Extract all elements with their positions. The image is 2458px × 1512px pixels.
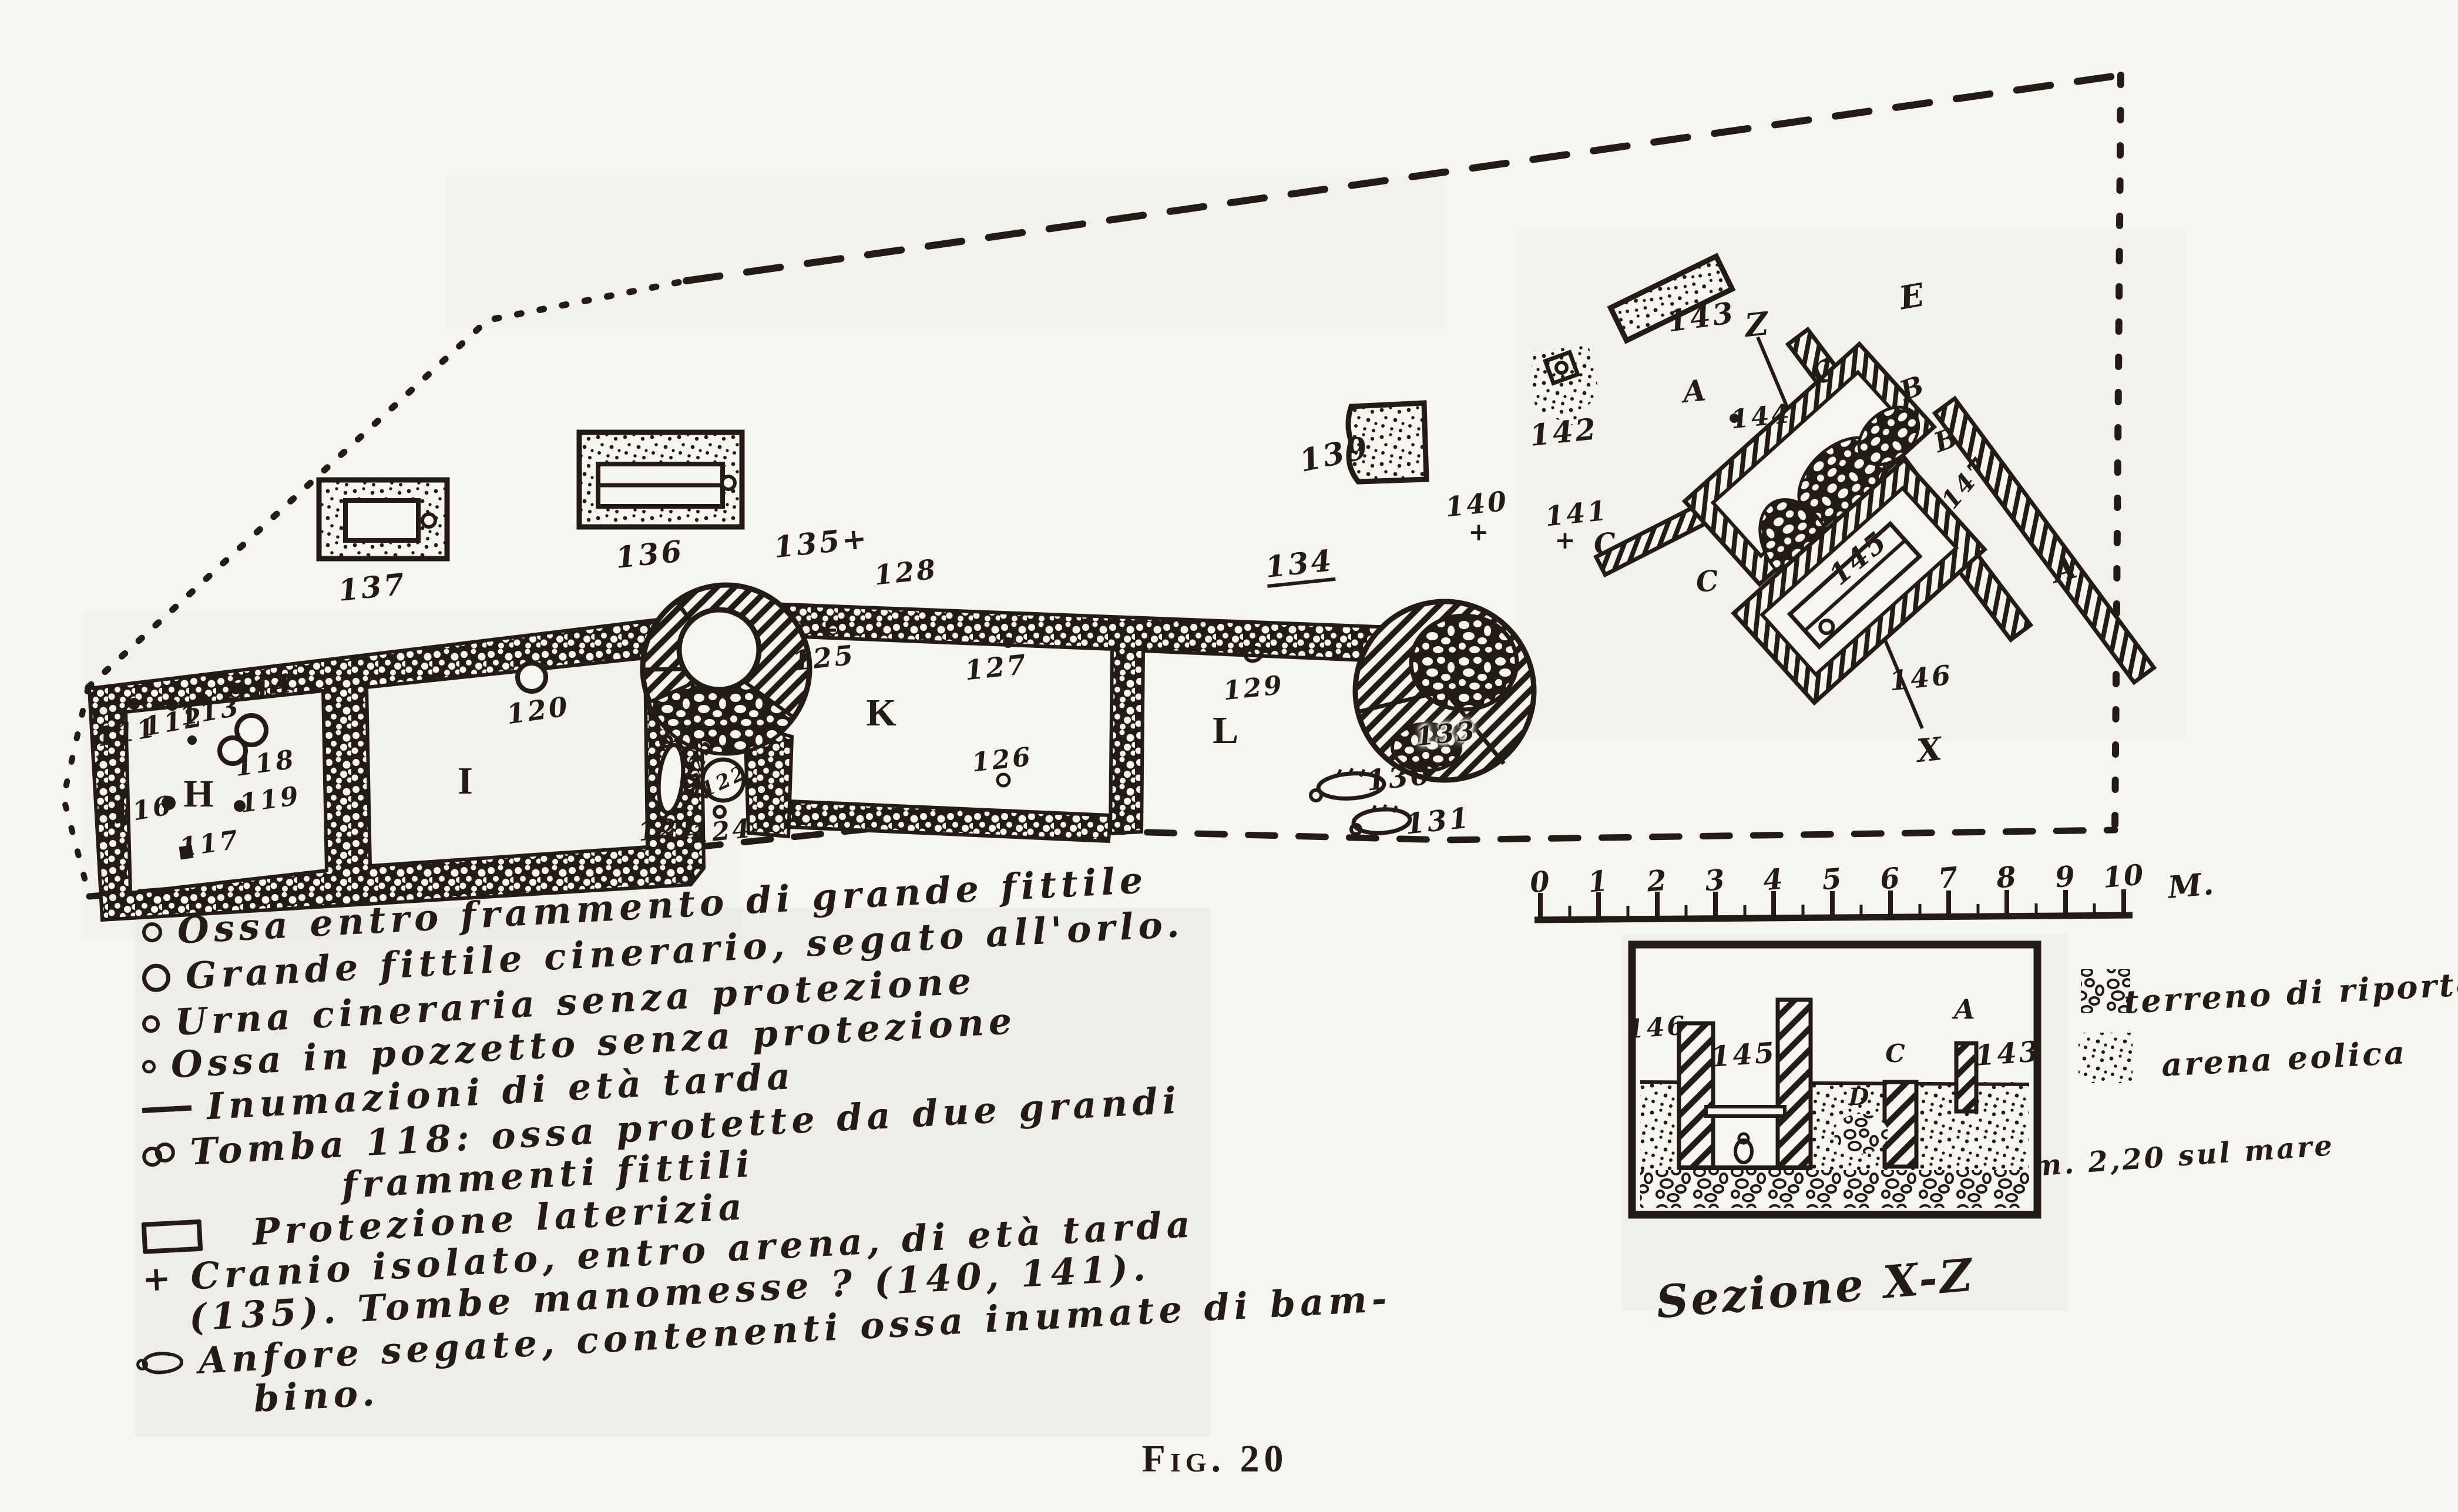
tomb-127-dot	[1003, 637, 1013, 648]
swatch-arena-eolica	[2078, 1033, 2133, 1083]
tomb-136-brick-protection	[576, 429, 745, 530]
tomb-122-circle	[700, 757, 746, 803]
section-slab	[1704, 1105, 1787, 1118]
room-H-finds	[128, 683, 246, 860]
section-pier-146	[1677, 1021, 1715, 1170]
tomb-137-brick-protection	[316, 477, 450, 562]
tomb-120-circle	[515, 661, 548, 694]
tomb-124-circlet	[713, 805, 727, 819]
lower-enclosure-145	[1731, 457, 1988, 706]
tomb-139-sand-patch	[1345, 400, 1429, 485]
ne-structure	[1593, 326, 2157, 730]
tomb-126-circlet	[996, 772, 1011, 788]
scale-bar	[1534, 889, 2133, 923]
tomb-129-urn	[1244, 646, 1264, 663]
tomb-144-dot	[1730, 414, 1739, 423]
tomb-130-amphora	[1309, 767, 1386, 802]
tomb-133-circle	[1352, 599, 1537, 783]
section-drawing	[1628, 940, 2041, 1219]
swatch-terreno-di-riporto	[2081, 969, 2130, 1013]
tomb-118-circle-large	[234, 713, 268, 747]
wall-A-shape	[1932, 395, 2157, 686]
tomb-143-slab	[1607, 253, 1736, 344]
tomb-131-amphora	[1349, 804, 1412, 836]
section-pier-A	[1954, 1041, 1979, 1114]
tomb-121-amphora	[656, 734, 686, 815]
room-K-L-top-wall	[767, 602, 1396, 836]
section-pebbles-D	[1834, 1114, 1888, 1154]
section-amphora	[1734, 1132, 1754, 1164]
figure-caption: Fig. 20	[1141, 1437, 1288, 1480]
section-pier-C	[1882, 1080, 1919, 1169]
ring-tomb-structure	[640, 582, 812, 756]
tomb-118-circle-small	[217, 735, 248, 766]
section-pier-145	[1775, 997, 1813, 1170]
rooms-H-I-walls	[87, 613, 706, 922]
tomb-142-sand-patch	[1531, 345, 1599, 425]
